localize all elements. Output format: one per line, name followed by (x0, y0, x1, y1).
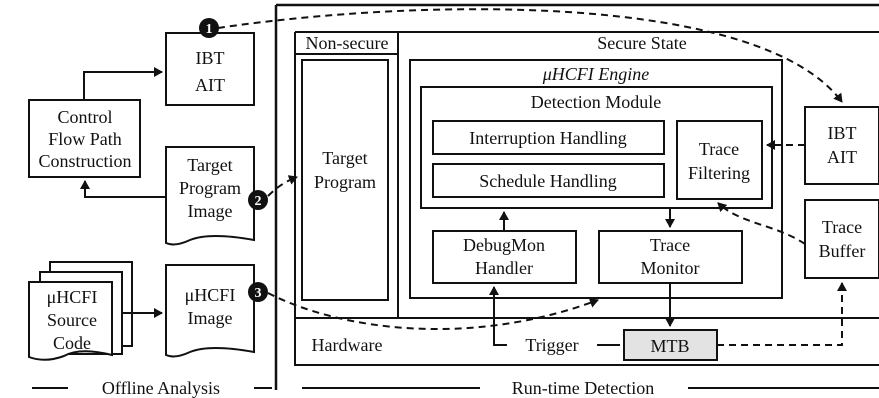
offline-analysis-label: Offline Analysis (102, 378, 220, 398)
soc-outline (294, 32, 879, 366)
footer-text: Offline Analysis Run-time Detection (102, 378, 654, 398)
trace-filtering-box (676, 120, 763, 200)
trigger-label: Trigger (525, 335, 578, 355)
mtb-box (623, 329, 718, 361)
runtime-ait-label: AIT (827, 147, 857, 167)
debugmon-label-2: Handler (475, 258, 533, 278)
dashed-arrow-1-to-ibt (217, 8, 843, 103)
schedule-handling-box (432, 163, 665, 198)
marker-1-label: 1 (206, 22, 213, 37)
target-program-box (301, 59, 389, 301)
dashed-arrow-2-to-target (267, 175, 298, 197)
hcfi-image-label-1: μHCFI (185, 285, 236, 305)
mtb-label: MTB (650, 336, 689, 356)
trace-buffer-label-1: Trace (822, 217, 862, 237)
trace-filtering-label-1: Trace (699, 139, 739, 159)
cfpc-label-1: Control (57, 107, 112, 127)
marker-2-circle (248, 190, 268, 210)
source-label-2: Source (47, 310, 97, 330)
offline-analysis-section (28, 32, 255, 361)
runtime-ibt-ait-box (804, 106, 879, 185)
detection-module-title: Detection Module (531, 92, 661, 112)
dashed-arrows (217, 8, 847, 346)
runtime-detection-label: Run-time Detection (512, 378, 654, 398)
control-flow-path-construction-box (28, 99, 141, 178)
secure-state-label: Secure State (597, 33, 686, 53)
cfpc-label-3: Construction (39, 151, 132, 171)
offline-ibt-label: IBT (196, 48, 225, 68)
offline-arrows (80, 67, 166, 318)
schedule-handling-label: Schedule Handling (479, 171, 616, 191)
source-label-1: μHCFI (47, 287, 98, 307)
arrow-cfpc-to-ibt (83, 67, 163, 100)
runtime-arrows (494, 208, 675, 346)
cfpc-label-2: Flow Path (48, 129, 122, 149)
dashed-arrow-buffer-to-filter (717, 202, 806, 245)
hcfi-image-label-2: Image (188, 308, 233, 328)
dashed-arrow-3-to-engine (267, 292, 599, 331)
arrow-image-to-cfpc (80, 180, 166, 198)
trace-monitor-label-1: Trace (650, 235, 690, 255)
interruption-handling-label: Interruption Handling (469, 128, 626, 148)
non-secure-label: Non-secure (306, 33, 389, 53)
trace-buffer-box (804, 199, 879, 279)
marker-1-circle (199, 18, 219, 38)
target-image-label-2: Program (179, 178, 241, 198)
runtime-boxes (274, 3, 879, 390)
target-program-label-2: Program (314, 172, 376, 192)
arrow-trigger-to-debugmon (494, 287, 620, 346)
target-image-label-1: Target (187, 155, 232, 175)
source-label-3: Code (53, 333, 91, 353)
offline-ait-label: AIT (195, 75, 225, 95)
marker-3-label: 3 (255, 286, 262, 301)
trace-filtering-label-2: Filtering (688, 163, 750, 183)
marker-3-circle (248, 282, 268, 302)
runtime-ibt-label: IBT (828, 123, 857, 143)
hcfi-engine-box (409, 59, 783, 299)
hcfi-engine-title: μHCFI Engine (542, 64, 650, 84)
debugmon-label-1: DebugMon (463, 235, 545, 255)
target-program-image-doc (165, 146, 255, 246)
offline-text: IBT AIT Control Flow Path Construction T… (39, 48, 242, 353)
target-image-label-3: Image (188, 201, 233, 221)
markers: 1 2 3 (199, 18, 268, 302)
source-code-doc-front (28, 281, 113, 361)
marker-2-label: 2 (255, 194, 262, 209)
trace-buffer-label-2: Buffer (819, 241, 866, 261)
target-program-label-1: Target (322, 148, 367, 168)
trace-monitor-label-2: Monitor (640, 258, 699, 278)
runtime-text: Non-secure Secure State Target Program μ… (306, 33, 866, 356)
hardware-label: Hardware (312, 335, 383, 355)
hcfi-image-doc (165, 264, 255, 358)
interruption-handling-box (432, 120, 665, 155)
offline-ibt-ait-box (165, 32, 255, 106)
dashed-arrow-mtb-to-buffer (717, 282, 847, 346)
